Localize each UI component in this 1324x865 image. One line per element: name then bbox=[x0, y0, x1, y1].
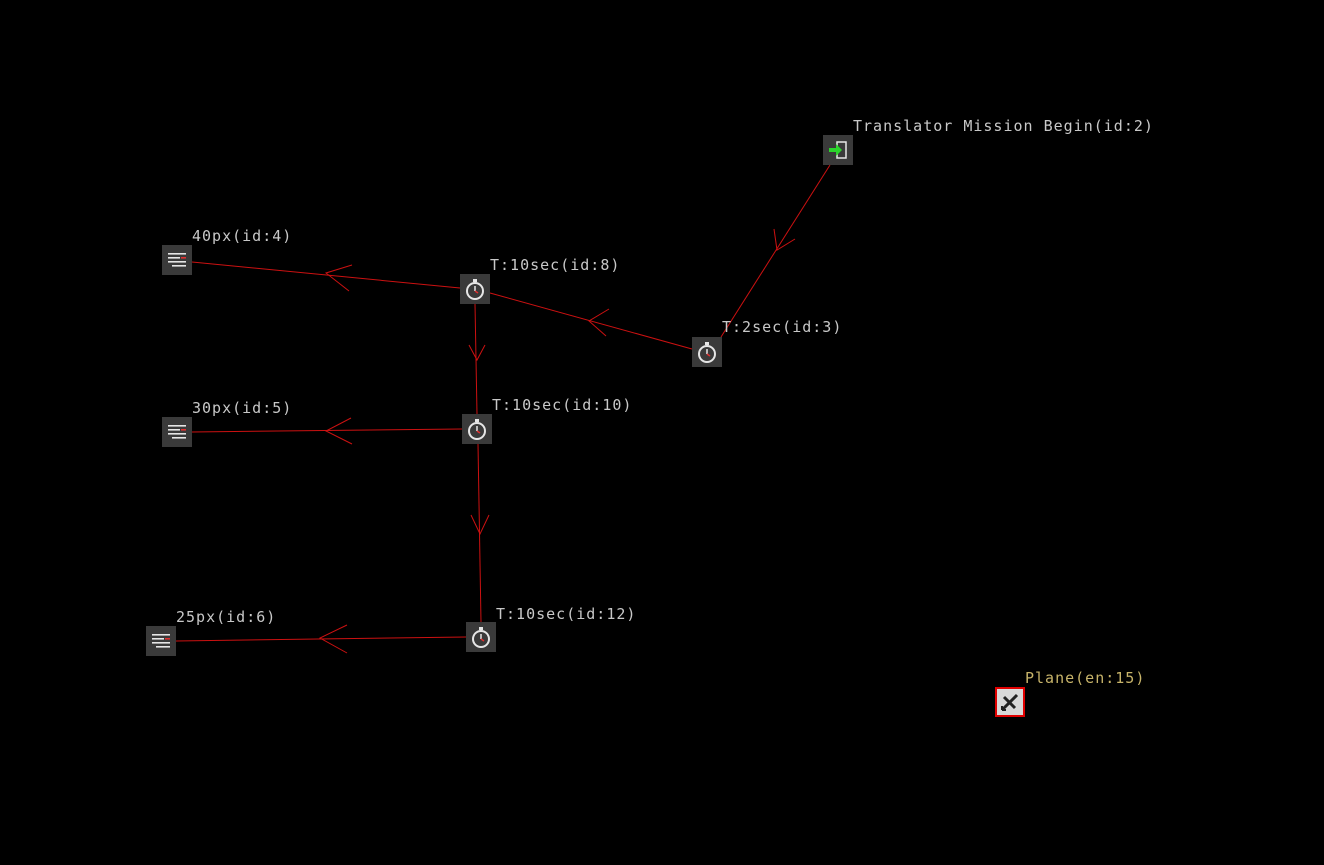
timer-label-8: T:10sec(id:8) bbox=[490, 256, 621, 274]
timer-label-10: T:10sec(id:10) bbox=[492, 396, 633, 414]
wire-arrowhead bbox=[324, 264, 353, 292]
timer-node-10[interactable] bbox=[462, 414, 492, 444]
wire-arrowhead bbox=[468, 344, 486, 362]
wire-arrowhead bbox=[318, 624, 348, 654]
timer-label-12: T:10sec(id:12) bbox=[496, 605, 637, 623]
text-node-4[interactable] bbox=[162, 245, 192, 275]
mission-begin-node[interactable] bbox=[823, 135, 853, 165]
stopwatch-icon bbox=[468, 419, 486, 440]
text-lines-icon bbox=[152, 634, 170, 648]
mission-begin-label: Translator Mission Begin(id:2) bbox=[853, 117, 1154, 135]
timer-node-3[interactable] bbox=[692, 337, 722, 367]
plane-icon bbox=[1001, 693, 1019, 711]
wire-timer3-to-timer8 bbox=[489, 292, 693, 350]
text-node-6[interactable] bbox=[146, 626, 176, 656]
wire-timer8-to-text4 bbox=[191, 261, 461, 289]
plane-unit-node[interactable] bbox=[995, 687, 1025, 717]
wire-arrowhead bbox=[324, 417, 353, 445]
stopwatch-icon bbox=[698, 342, 716, 363]
wire-arrowhead bbox=[773, 228, 796, 251]
timer-node-12[interactable] bbox=[466, 622, 496, 652]
text-label-4: 40px(id:4) bbox=[192, 227, 293, 245]
wire-begin-to-timer3 bbox=[720, 164, 831, 338]
text-label-5: 30px(id:5) bbox=[192, 399, 293, 417]
wire-arrowhead bbox=[588, 308, 610, 337]
timer-node-8[interactable] bbox=[460, 274, 490, 304]
timer-label-3: T:2sec(id:3) bbox=[722, 318, 843, 336]
text-node-5[interactable] bbox=[162, 417, 192, 447]
stopwatch-icon bbox=[472, 627, 490, 648]
text-lines-icon bbox=[168, 425, 186, 439]
text-lines-icon bbox=[168, 253, 186, 267]
enter-icon bbox=[829, 141, 847, 159]
wire-arrowhead bbox=[470, 514, 490, 536]
text-label-6: 25px(id:6) bbox=[176, 608, 277, 626]
stopwatch-icon bbox=[466, 279, 484, 300]
plane-unit-label: Plane(en:15) bbox=[1025, 669, 1146, 687]
